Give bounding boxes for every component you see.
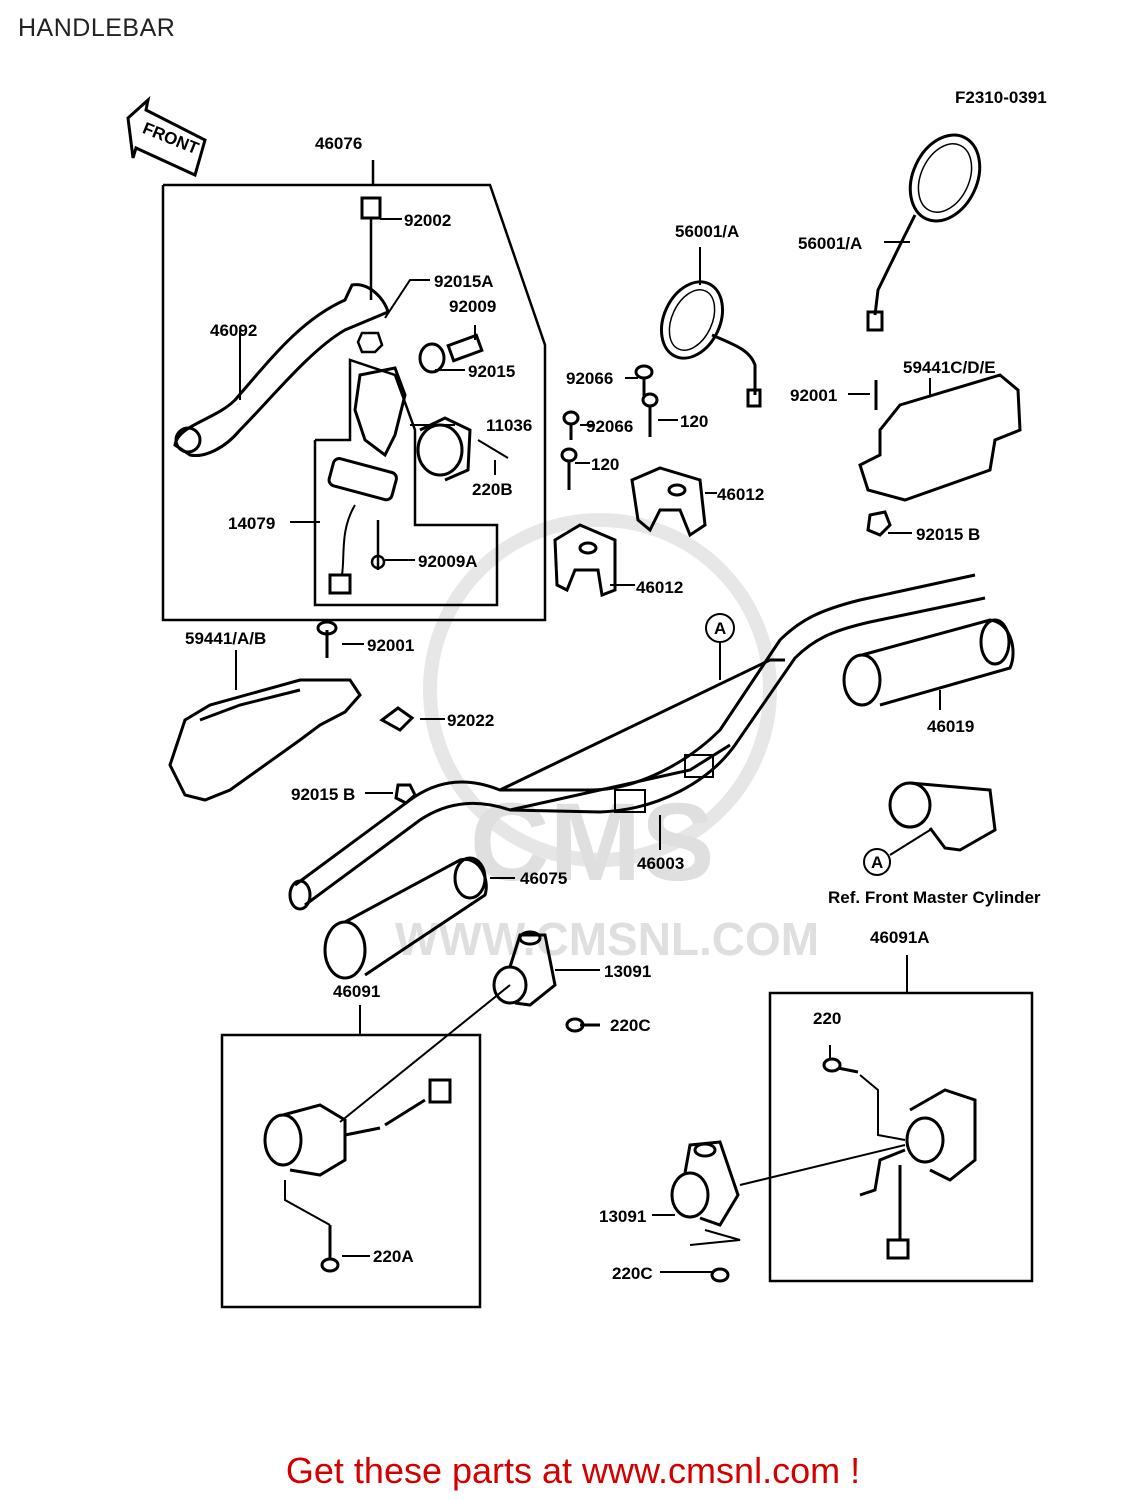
label-92066-a: 92066	[566, 369, 613, 388]
label-14079: 14079	[228, 514, 275, 533]
label-46076: 46076	[315, 134, 362, 153]
label-92001-left: 92001	[367, 636, 414, 655]
front-arrow: FRONT	[126, 95, 207, 178]
circle-marker-handlebar: A	[714, 619, 726, 638]
label-220c-bottom: 220C	[612, 1264, 653, 1283]
label-56001a-right: 56001/A	[798, 234, 862, 253]
circle-marker-ref: A	[871, 853, 883, 872]
label-120-a: 120	[680, 412, 708, 431]
clamp-top	[492, 930, 600, 1033]
ref-note: Ref. Front Master Cylinder	[828, 888, 1041, 907]
label-56001a-left: 56001/A	[675, 222, 739, 241]
label-92015a: 92015A	[434, 272, 494, 291]
switch-left-assembly	[220, 984, 511, 1309]
label-59441cde: 59441C/D/E	[903, 358, 996, 377]
label-46012-b: 46012	[636, 578, 683, 597]
grip-left	[323, 856, 515, 980]
footer-link[interactable]: Get these parts at www.cmsnl.com !	[285, 1450, 861, 1491]
label-92015b-right: 92015 B	[916, 525, 980, 544]
hand-guard-left	[168, 620, 445, 805]
label-220: 220	[813, 1009, 841, 1028]
label-46091a: 46091A	[870, 928, 930, 947]
label-13091-top: 13091	[604, 962, 651, 981]
clamp-bottom	[652, 1140, 741, 1283]
leader-lines-center	[575, 377, 717, 586]
handlebar	[288, 573, 986, 911]
grip-right	[842, 618, 1015, 710]
watermark-brand: CMS	[470, 781, 714, 904]
switch-right-assembly	[739, 955, 1034, 1283]
leader-lines-left	[239, 218, 496, 561]
label-46075: 46075	[520, 869, 567, 888]
label-92001-right: 92001	[790, 386, 837, 405]
clutch-lever-assembly	[161, 160, 547, 622]
watermark: CMS WWW.CMSNL.COM	[395, 513, 819, 965]
label-220a: 220A	[373, 1247, 414, 1266]
page-title: HANDLEBAR	[18, 14, 176, 42]
label-46019: 46019	[927, 717, 974, 736]
label-92066-b: 92066	[586, 417, 633, 436]
mirror-left	[660, 247, 762, 408]
diagram-code: F2310-0391	[955, 88, 1047, 107]
holder-parts	[553, 364, 707, 598]
label-46003: 46003	[637, 854, 684, 873]
label-120-b: 120	[591, 455, 619, 474]
label-220c-top: 220C	[610, 1016, 651, 1035]
label-92015: 92015	[468, 362, 515, 381]
label-92015b-left: 92015 B	[291, 785, 355, 804]
label-46092: 46092	[210, 321, 257, 340]
mirror-right	[866, 133, 982, 332]
label-92009a: 92009A	[418, 552, 478, 571]
master-cylinder-ref	[863, 781, 997, 876]
label-11036: 11036	[486, 416, 532, 435]
part-labels: 46076 92002 92015A 92009 46092 92015 110…	[185, 134, 1041, 1283]
label-46091: 46091	[333, 982, 380, 1001]
label-59441ab: 59441/A/B	[185, 629, 266, 648]
label-46012-a: 46012	[717, 485, 764, 504]
hand-guard-right	[848, 373, 1022, 537]
watermark-url: WWW.CMSNL.COM	[395, 913, 819, 965]
label-13091-bottom: 13091	[599, 1207, 646, 1226]
label-92009: 92009	[449, 297, 496, 316]
label-220b: 220B	[472, 480, 513, 499]
label-92002: 92002	[404, 211, 451, 230]
label-92022: 92022	[447, 711, 494, 730]
